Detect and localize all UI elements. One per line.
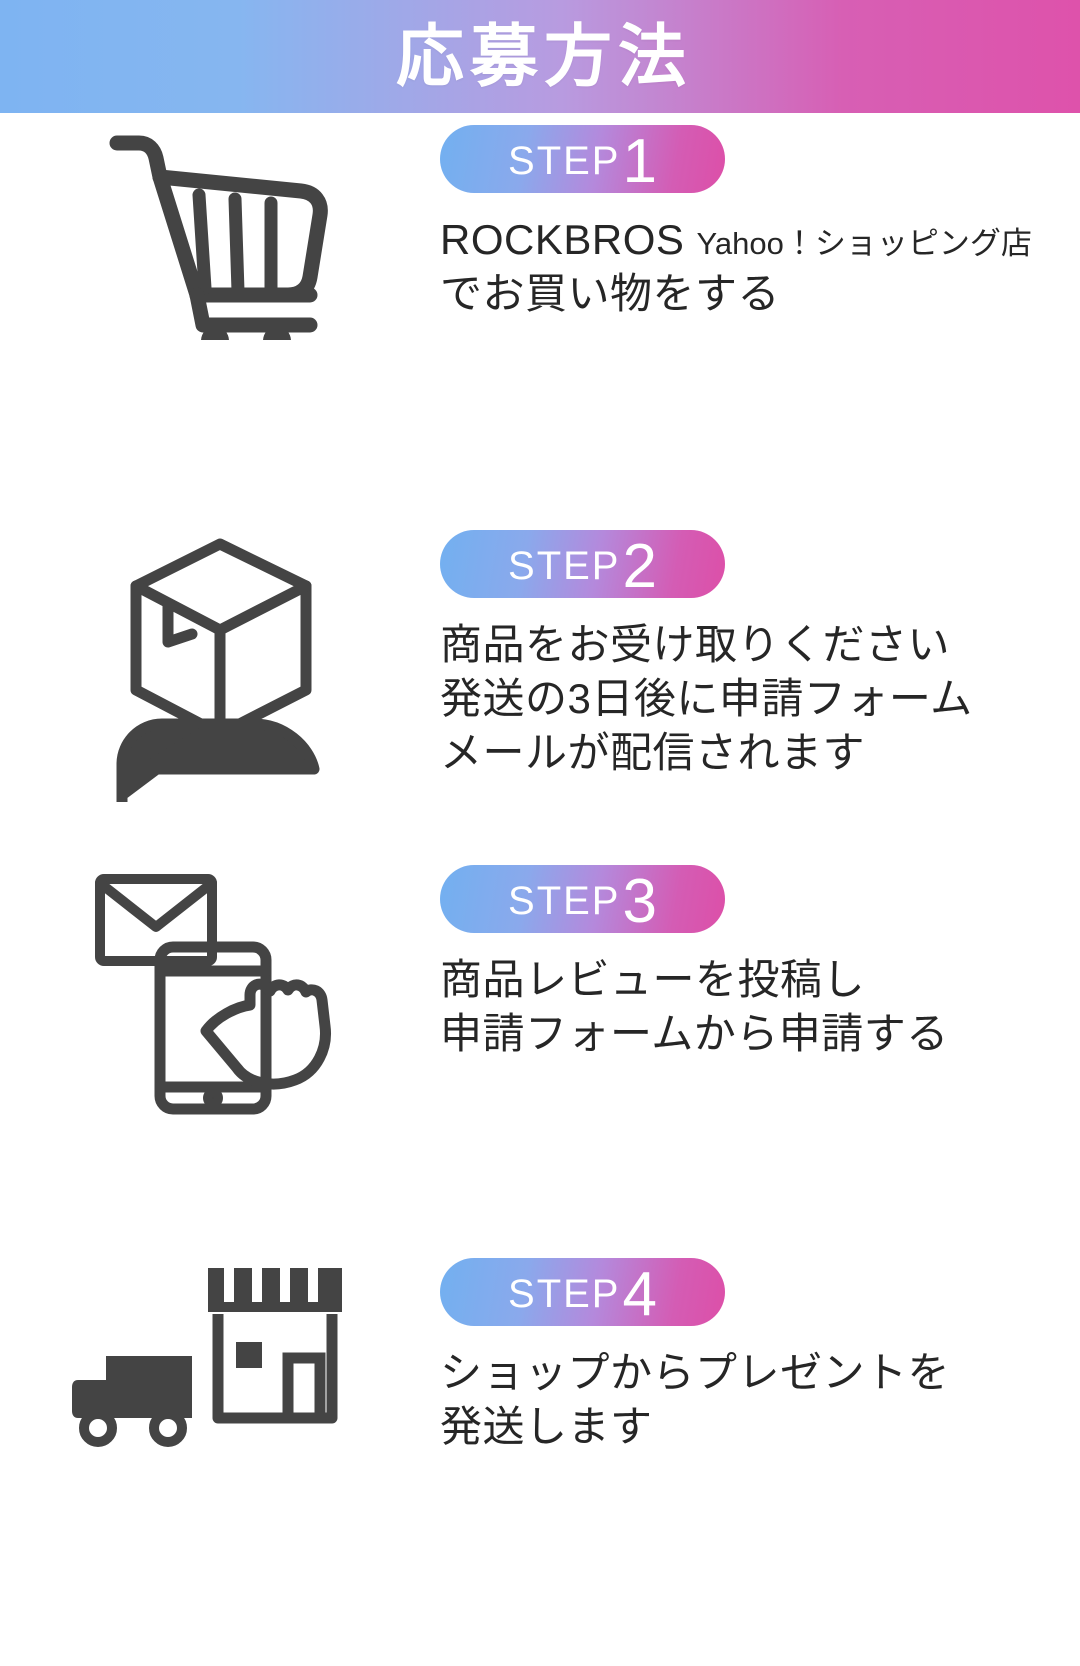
step-3-line-1: 商品レビューを投稿し — [440, 956, 866, 1003]
step-3-badge-number: 3 — [622, 867, 657, 936]
step-row-2: STEP 2 商品をお受け取りください 発送の3日後に申請フォーム メールが配信… — [0, 508, 1080, 838]
divider-3 — [37, 1193, 1043, 1198]
step-3-text-cell: STEP 3 商品レビューを投稿し 申請フォームから申請する — [440, 865, 1080, 1061]
step-2-line-1: 商品をお受け取りください — [440, 621, 951, 668]
step-2-icon-cell — [0, 530, 440, 805]
shopping-cart-icon — [109, 135, 328, 340]
step-3-icon-cell — [0, 865, 440, 1115]
step-row-4: STEP 4 ショップからプレゼントを 発送します — [0, 1198, 1080, 1528]
step-4-line-1: ショップからプレゼントを — [440, 1349, 951, 1396]
step-1-text-cell: STEP 1 ROCKBROS Yahoo！ショッピング店 でお買い物をする — [440, 125, 1080, 321]
step-3-line-2: 申請フォームから申請する — [440, 1009, 949, 1057]
step-4-badge-number: 4 — [622, 1260, 657, 1329]
step-2-description: 商品をお受け取りください 発送の3日後に申請フォーム メールが配信されます — [440, 618, 1060, 779]
step-row-3: STEP 3 商品レビューを投稿し 申請フォームから申請する — [0, 843, 1080, 1193]
divider-2 — [37, 838, 1043, 843]
package-in-hand-icon — [116, 538, 320, 802]
step-1-badge-word: STEP — [508, 139, 621, 183]
step-row-1: STEP 1 ROCKBROS Yahoo！ショッピング店 でお買い物をする — [0, 113, 1080, 503]
step-3-badge-word: STEP — [508, 879, 621, 923]
shop-door — [282, 1352, 326, 1424]
steps-list: STEP 1 ROCKBROS Yahoo！ショッピング店 でお買い物をする — [0, 113, 1080, 1528]
divider-1 — [37, 503, 1043, 508]
shop-window — [236, 1342, 262, 1368]
step-4-icon-cell — [0, 1258, 440, 1448]
step-3-badge: STEP 3 — [440, 865, 725, 933]
mail-phone-tap-icon — [95, 874, 331, 1115]
step-2-badge-number: 2 — [622, 532, 657, 601]
step-1-line-2: でお買い物をする — [440, 269, 781, 317]
step-2-line-2: 発送の3日後に申請フォーム — [440, 674, 973, 722]
shop-truck-icon — [72, 1268, 342, 1447]
delivery-truck — [72, 1356, 192, 1447]
step-1-badge: STEP 1 — [440, 125, 725, 193]
step-1-badge-number: 1 — [622, 127, 657, 196]
step-1-icon-cell — [0, 125, 440, 340]
step-4-badge-word: STEP — [508, 1272, 621, 1316]
step-1-description: ROCKBROS Yahoo！ショッピング店 でお買い物をする — [440, 213, 1060, 321]
step-2-badge: STEP 2 — [440, 530, 725, 598]
page-header-banner: 応募方法 — [0, 0, 1080, 113]
step-3-description: 商品レビューを投稿し 申請フォームから申請する — [440, 953, 1060, 1061]
page-title: 応募方法 — [395, 18, 692, 95]
step-1-line-1: ROCKBROS Yahoo！ショッピング店 — [440, 213, 1060, 267]
step-2-badge-word: STEP — [508, 544, 621, 588]
step-2-text-cell: STEP 2 商品をお受け取りください 発送の3日後に申請フォーム メールが配信… — [440, 530, 1080, 779]
step-4-badge: STEP 4 — [440, 1258, 725, 1326]
step-4-text-cell: STEP 4 ショップからプレゼントを 発送します — [440, 1258, 1080, 1454]
step-1-brand-name: ROCKBROS — [440, 216, 685, 263]
step-4-line-2: 発送します — [440, 1402, 653, 1450]
step-2-line-3: メールが配信されます — [440, 728, 866, 776]
shop-awning — [208, 1268, 342, 1312]
step-4-description: ショップからプレゼントを 発送します — [440, 1346, 1060, 1454]
step-1-store-name: Yahoo！ショッピング店 — [696, 226, 1032, 261]
